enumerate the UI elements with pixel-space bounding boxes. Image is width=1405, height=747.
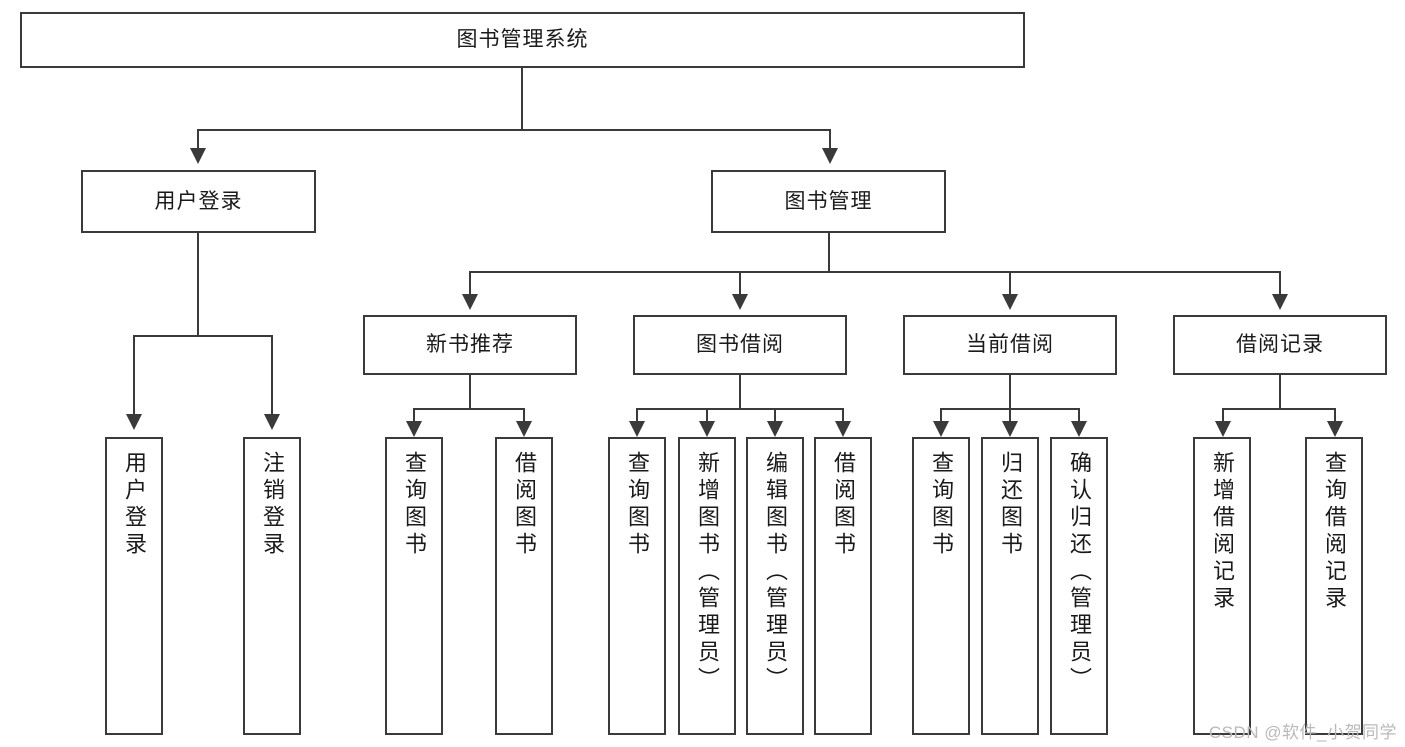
leaf-add-borrow-record[interactable]: 新增借阅记录 [1193,437,1251,735]
node-label: 查询图书 [625,451,650,559]
connector-book-borrow-to-edit [774,408,776,424]
connector-borrow-record-bus [1223,408,1335,410]
connector-book-borrow-bus [637,408,844,410]
leaf-add-book-admin[interactable]: 新增图书（管理员） [678,437,736,735]
connector-book-borrow-to-query [636,408,638,424]
connector-new-book-to-borrow [523,408,525,424]
arrow-book-manage-to-current [1002,294,1018,310]
node-label: 当前借阅 [966,333,1054,357]
leaf-user-login[interactable]: 用户登录 [105,437,163,735]
node-label: 新增借阅记录 [1210,451,1235,613]
arrow-root-to-book-manage [822,148,838,164]
connector-book-borrow-stem [739,375,741,409]
arrow-user-login-to-logout [264,414,280,430]
connector-book-manage-to-record [1279,271,1281,297]
node-borrow-record[interactable]: 借阅记录 [1173,315,1387,375]
leaf-return-book[interactable]: 归还图书 [981,437,1039,735]
connector-book-borrow-to-add [706,408,708,424]
node-label: 查询借阅记录 [1322,451,1347,613]
arrow-book-borrow-to-lend [835,421,851,437]
node-label: 用户登录 [122,451,147,559]
node-new-book-recommend[interactable]: 新书推荐 [363,315,577,375]
leaf-query-book-borrow[interactable]: 查询图书 [608,437,666,735]
connector-new-book-bus [414,408,524,410]
connector-book-manage-to-borrow [739,271,741,297]
arrow-new-book-to-query [406,421,422,437]
connector-record-to-add [1222,408,1224,424]
connector-root-bus [198,129,831,131]
leaf-borrow-book-recommend[interactable]: 借阅图书 [495,437,553,735]
connector-user-login-bus [134,335,272,337]
node-book-borrow[interactable]: 图书借阅 [633,315,847,375]
arrow-new-book-to-borrow [516,421,532,437]
arrow-book-manage-to-record [1272,294,1288,310]
leaf-confirm-return-admin[interactable]: 确认归还（管理员） [1050,437,1108,735]
node-label: 图书管理 [784,189,873,213]
connector-book-manage-to-new-book [469,271,471,297]
node-label: 查询图书 [929,451,954,559]
connector-user-login-to-logout [271,335,273,417]
connector-borrow-record-stem [1279,375,1281,409]
arrow-user-login-to-login [126,414,142,430]
node-book-management[interactable]: 图书管理 [711,170,946,233]
node-label: 图书管理系统 [456,28,589,52]
node-label: 图书借阅 [696,333,784,357]
node-root-library-system[interactable]: 图书管理系统 [20,12,1025,68]
connector-root-to-user-login [197,129,199,151]
node-current-borrow[interactable]: 当前借阅 [903,315,1117,375]
connector-current-to-return [1009,408,1011,424]
leaf-query-book-current[interactable]: 查询图书 [912,437,970,735]
arrow-book-manage-to-new-book [462,294,478,310]
arrow-record-to-query [1327,421,1343,437]
connector-book-manage-stem [828,233,830,272]
leaf-user-logout[interactable]: 注销登录 [243,437,301,735]
connector-new-book-to-query [413,408,415,424]
arrow-current-to-query [933,421,949,437]
connector-record-to-query [1334,408,1336,424]
arrow-book-manage-to-borrow [732,294,748,310]
arrow-book-borrow-to-add [699,421,715,437]
node-label: 借阅图书 [831,451,856,559]
connector-user-login-stem [197,233,199,336]
connector-root-to-book-manage [829,129,831,151]
arrow-book-borrow-to-query [629,421,645,437]
node-user-login[interactable]: 用户登录 [81,170,316,233]
leaf-lend-book[interactable]: 借阅图书 [814,437,872,735]
arrow-record-to-add [1215,421,1231,437]
leaf-query-book-recommend[interactable]: 查询图书 [385,437,443,735]
connector-book-manage-to-current [1009,271,1011,297]
arrow-root-to-user-login [190,148,206,164]
node-label: 借阅图书 [512,451,537,559]
connector-book-manage-bus [470,271,1280,273]
node-label: 借阅记录 [1236,333,1324,357]
leaf-edit-book-admin[interactable]: 编辑图书（管理员） [746,437,804,735]
connector-current-to-query [940,408,942,424]
connector-current-borrow-stem [1009,375,1011,409]
connector-root-stem [521,68,523,130]
node-label: 新书推荐 [426,333,514,357]
leaf-query-borrow-record[interactable]: 查询借阅记录 [1305,437,1363,735]
node-label: 查询图书 [402,451,427,559]
connector-user-login-to-login [133,335,135,417]
connector-book-borrow-to-lend [842,408,844,424]
node-label: 编辑图书（管理员） [763,451,788,694]
node-label: 注销登录 [260,451,285,559]
node-label: 确认归还（管理员） [1067,451,1092,694]
node-label: 归还图书 [998,451,1023,559]
arrow-current-to-confirm [1071,421,1087,437]
arrow-current-to-return [1002,421,1018,437]
connector-current-to-confirm [1078,408,1080,424]
node-label: 新增图书（管理员） [695,451,720,694]
arrow-book-borrow-to-edit [767,421,783,437]
node-label: 用户登录 [154,189,243,213]
connector-new-book-stem [469,375,471,409]
